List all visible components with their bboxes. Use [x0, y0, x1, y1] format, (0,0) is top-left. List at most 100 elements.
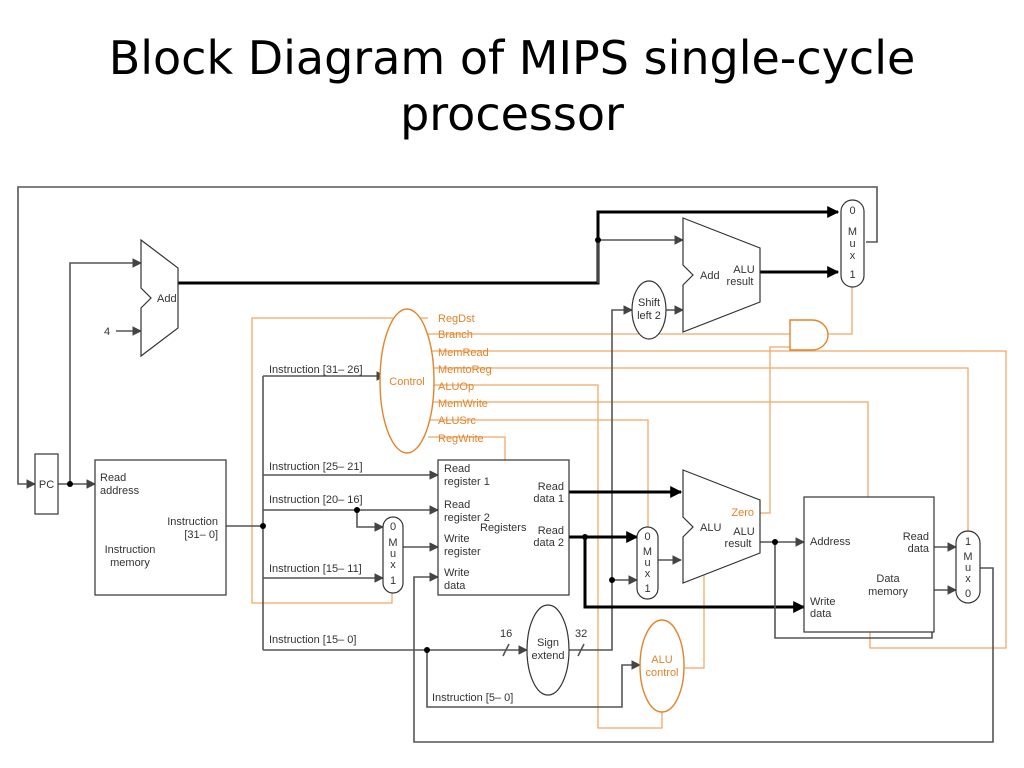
mux-regdst-0: 0: [390, 521, 396, 533]
reg-rdata2-1: Read: [538, 525, 564, 537]
instruction-memory: Read address Instruction [31– 0] Instruc…: [94, 459, 227, 596]
sign-extend-1: Sign: [537, 637, 559, 649]
field-15-0: Instruction [15– 0]: [269, 634, 356, 646]
control-unit: Control: [379, 308, 435, 454]
const-four: 4: [104, 326, 110, 338]
reg-rdata1-2: data 1: [533, 493, 564, 505]
alu-result-1: ALU: [733, 526, 754, 538]
mux-memtoreg-1: 1: [965, 536, 971, 548]
mux-alusrc-m: M: [643, 546, 652, 558]
sign-extend-2: extend: [531, 650, 564, 662]
imem-name-1: Instruction: [105, 544, 156, 556]
reg-rdata1-1: Read: [538, 481, 564, 493]
dmem-write-1: Write: [810, 596, 835, 608]
alu-zero-label: Zero: [731, 507, 754, 519]
mux-top-u: u: [849, 238, 855, 250]
alu: ALU Zero ALU result: [682, 469, 761, 584]
branch-adder-result-2: result: [727, 276, 754, 288]
mux-top-1: 1: [849, 269, 855, 281]
reg-write-2: register: [444, 546, 481, 558]
mux-alusrc-0: 0: [644, 531, 650, 543]
branch-adder-result-1: ALU: [733, 264, 754, 276]
signal-alusrc: ALUSrc: [438, 415, 476, 427]
shift-label-2: left 2: [637, 310, 661, 322]
signal-regwrite: RegWrite: [438, 433, 484, 445]
mux-regdst-u: u: [390, 548, 396, 560]
pc-label: PC: [39, 479, 54, 491]
data-memory: Address Read data Write data Data memory: [803, 496, 935, 633]
imem-name-2: memory: [110, 557, 150, 569]
field-31-26: Instruction [31– 26]: [269, 364, 363, 376]
signal-aluop: ALUOp: [438, 381, 474, 393]
dmem-write-2: data: [810, 608, 832, 620]
mux-alusrc-u: u: [644, 557, 650, 569]
dmem-name-1: Data: [876, 573, 900, 585]
mux-memtoreg: 1 M u x 0: [955, 530, 981, 604]
alu-result-2: result: [725, 538, 752, 550]
bus-width-16: 16: [500, 628, 512, 640]
reg-rdata2-2: data 2: [533, 537, 564, 549]
dmem-read-2: data: [908, 543, 930, 555]
dmem-read-1: Read: [903, 531, 929, 543]
alu-control: ALU control: [639, 619, 685, 713]
mux-alusrc-x: x: [645, 568, 651, 580]
reg-wdata-2: data: [444, 580, 466, 592]
reg-wdata-1: Write: [444, 567, 469, 579]
mux-top-x: x: [850, 250, 856, 262]
signal-memread: MemRead: [438, 347, 489, 359]
field-15-11: Instruction [15– 11]: [269, 563, 362, 575]
mux-regdst-x: x: [390, 559, 396, 571]
alu-control-1: ALU: [651, 654, 672, 666]
register-file: Read register 1 Read register 2 Write re…: [437, 459, 570, 596]
alu-label: ALU: [700, 522, 721, 534]
registers-label: Registers: [480, 522, 527, 534]
signal-memtoreg: MemtoReg: [438, 364, 492, 376]
control-label: Control: [389, 376, 424, 388]
and-gate: [789, 319, 829, 351]
mux-memtoreg-m: M: [963, 551, 972, 563]
shift-left-2: Shift left 2: [631, 280, 667, 340]
mux-memtoreg-u: u: [965, 562, 971, 574]
branch-adder: Add ALU result: [682, 217, 761, 333]
imem-instruction-2: [31– 0]: [184, 529, 218, 541]
pc-register: PC: [34, 453, 59, 515]
reg-write-1: Write: [444, 533, 469, 545]
dmem-address: Address: [810, 536, 851, 548]
mux-alusrc-1: 1: [644, 583, 650, 595]
reg-read2-2: register 2: [444, 512, 490, 524]
imem-read-address-2: address: [100, 485, 140, 497]
pc-adder: Add: [140, 238, 179, 358]
mux-regdst-1: 1: [390, 575, 396, 587]
instruction-field-labels: Instruction [31– 26] Instruction [25– 21…: [269, 364, 513, 704]
dmem-name-2: memory: [868, 586, 908, 598]
imem-instruction-1: Instruction: [167, 516, 218, 528]
signal-regdst: RegDst: [438, 313, 475, 325]
mux-top-0: 0: [849, 205, 855, 217]
mux-memtoreg-x: x: [965, 573, 971, 585]
field-20-16: Instruction [20– 16]: [269, 494, 363, 506]
sign-extend: Sign extend: [526, 604, 570, 696]
mux-regdst: 0 M u x 1: [382, 516, 404, 594]
mux-pc-source: 0 M u x 1: [840, 199, 865, 288]
imem-read-address-1: Read: [100, 472, 126, 484]
branch-adder-label: Add: [700, 270, 720, 282]
slide-title: Block Diagram of MIPS single-cycle proce…: [0, 30, 1024, 142]
mux-regdst-m: M: [388, 537, 397, 549]
field-25-21: Instruction [25– 21]: [269, 461, 363, 473]
mux-alusrc: 0 M u x 1: [636, 526, 659, 600]
reg-read2-1: Read: [444, 499, 470, 511]
title-line-1: Block Diagram of MIPS single-cycle: [108, 31, 916, 85]
bus-width-32: 32: [575, 628, 587, 640]
mux-top-m: M: [848, 226, 857, 238]
title-line-2: processor: [400, 87, 624, 141]
shift-label-1: Shift: [638, 297, 660, 309]
datapath-wires: [17, 186, 994, 743]
reg-read1-2: register 1: [444, 476, 490, 488]
alu-control-2: control: [645, 667, 678, 679]
control-signal-labels: RegDst Branch MemRead MemtoReg ALUOp Mem…: [438, 313, 492, 445]
signal-memwrite: MemWrite: [438, 398, 488, 410]
pc-adder-label: Add: [157, 293, 177, 305]
signal-branch: Branch: [438, 329, 473, 341]
mux-memtoreg-0: 0: [965, 588, 971, 600]
